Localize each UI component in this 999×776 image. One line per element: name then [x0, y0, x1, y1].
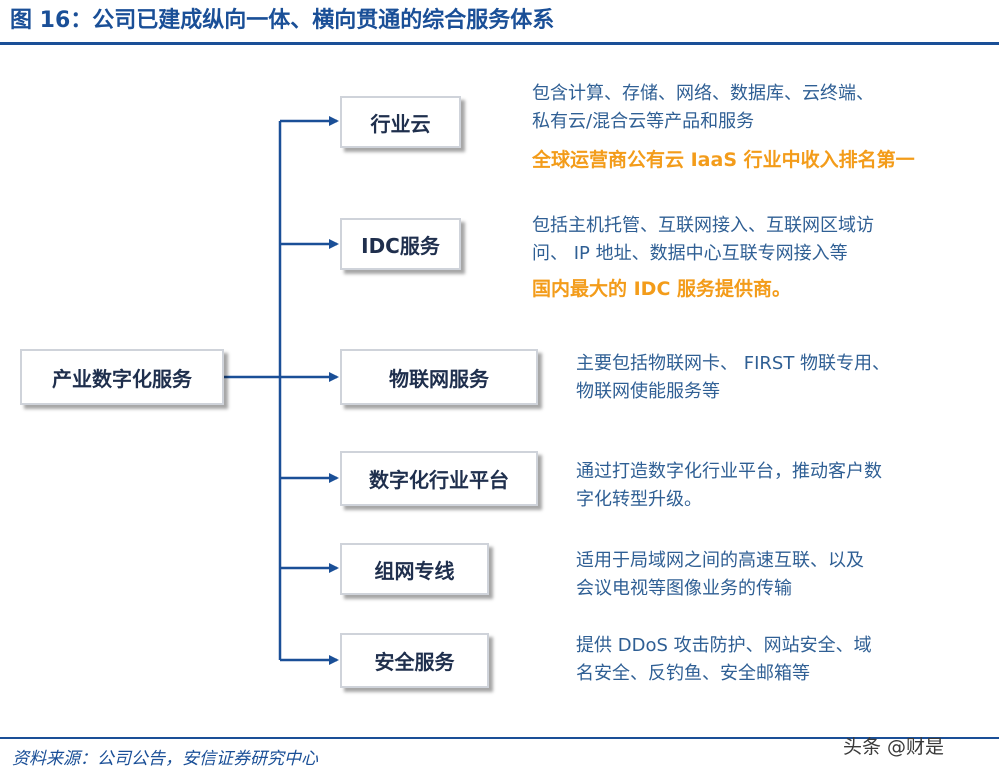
- digital-platform-desc-line-1: 通过打造数字化行业平台，推动客户数: [576, 461, 882, 482]
- node-security-service: 安全服务: [340, 633, 489, 688]
- node-idc-service: IDC服务: [340, 218, 461, 270]
- footer-divider: [0, 737, 999, 739]
- watermark-text: 头条 @财是: [843, 736, 945, 758]
- node-security-service-label: 安全服务: [374, 650, 455, 674]
- industry-cloud-desc-line-2: 私有云/混合云等产品和服务: [532, 111, 755, 132]
- idc-service-highlight: 国内最大的 IDC 服务提供商。: [532, 278, 792, 300]
- node-digital-platform-label: 数字化行业平台: [369, 468, 509, 492]
- idc-service-desc-line-2: 问、 IP 地址、数据中心互联专网接入等: [532, 243, 848, 264]
- security-service-desc-line-2: 名安全、反钓鱼、安全邮箱等: [576, 663, 810, 684]
- node-iot-service-label: 物联网服务: [389, 366, 489, 391]
- node-industry-cloud-label: 行业云: [370, 111, 431, 136]
- industry-cloud-highlight: 全球运营商公有云 IaaS 行业中收入排名第一: [532, 149, 915, 171]
- iot-service-desc: 主要包括物联网卡、 FIRST 物联专用、 物联网使能服务等: [576, 350, 890, 406]
- node-digital-platform: 数字化行业平台: [340, 451, 538, 506]
- security-service-desc: 提供 DDoS 攻击防护、网站安全、域 名安全、反钓鱼、安全邮箱等: [576, 632, 872, 688]
- idc-service-desc-line-1: 包括主机托管、互联网接入、互联网区域访: [532, 215, 874, 236]
- digital-platform-desc-line-2: 字化转型升级。: [576, 489, 702, 510]
- private-line-desc-line-2: 会议电视等图像业务的传输: [576, 578, 792, 599]
- node-idc-service-label: IDC服务: [361, 233, 440, 258]
- digital-platform-desc: 通过打造数字化行业平台，推动客户数 字化转型升级。: [576, 458, 882, 514]
- private-line-desc: 适用于局域网之间的高速互联、以及 会议电视等图像业务的传输: [576, 547, 864, 603]
- root-node-label: 产业数字化服务: [52, 366, 192, 391]
- iot-service-desc-line-2: 物联网使能服务等: [576, 381, 720, 402]
- source-note: 资料来源：公司公告，安信证券研究中心: [12, 749, 318, 769]
- security-service-desc-line-1: 提供 DDoS 攻击防护、网站安全、域: [576, 635, 872, 656]
- industry-cloud-desc-line-1: 包含计算、存储、网络、数据库、云终端、: [532, 83, 874, 104]
- figure-title: 图 16：公司已建成纵向一体、横向贯通的综合服务体系: [10, 8, 555, 33]
- node-iot-service: 物联网服务: [340, 349, 538, 405]
- iot-service-desc-line-1: 主要包括物联网卡、 FIRST 物联专用、: [576, 353, 891, 374]
- industry-cloud-desc: 包含计算、存储、网络、数据库、云终端、 私有云/混合云等产品和服务: [532, 80, 874, 136]
- idc-service-desc: 包括主机托管、互联网接入、互联网区域访 问、 IP 地址、数据中心互联专网接入等: [532, 212, 874, 268]
- private-line-desc-line-1: 适用于局域网之间的高速互联、以及: [576, 550, 864, 571]
- node-private-line: 组网专线: [340, 543, 489, 595]
- root-node: 产业数字化服务: [20, 349, 224, 405]
- title-divider: [0, 42, 999, 45]
- node-industry-cloud: 行业云: [340, 96, 461, 148]
- node-private-line-label: 组网专线: [374, 558, 455, 583]
